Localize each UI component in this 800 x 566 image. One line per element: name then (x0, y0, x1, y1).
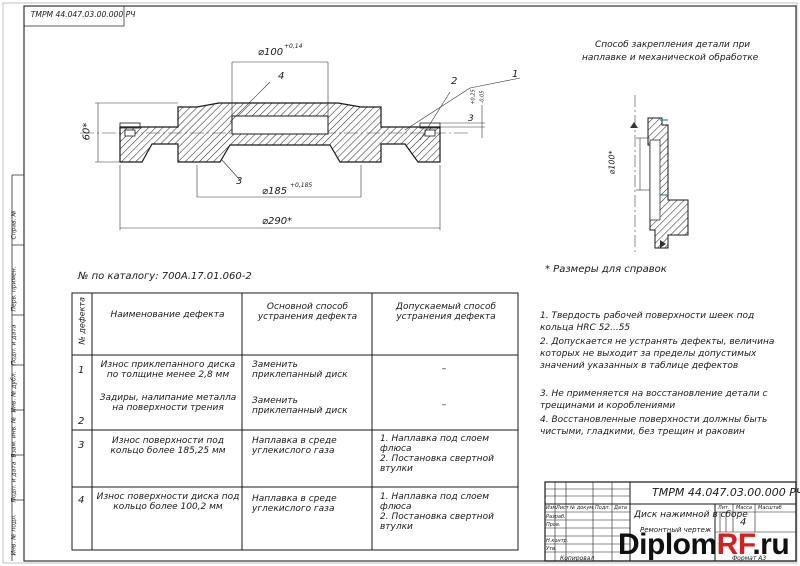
tb-col-sign: Подп. (595, 505, 611, 511)
row-3-no: 3 (78, 440, 85, 451)
leader-3: 3 (236, 176, 243, 187)
dim-60: 60* (81, 122, 93, 141)
fixing-title-line-1: Способ закрепления детали при (595, 40, 751, 50)
side-label-6: Подп. и дата (10, 461, 18, 503)
side-label-7: Инв. № подл. (10, 514, 18, 556)
dim-d290: ⌀290* (262, 216, 293, 227)
tech-note-4: 4. Восстановленные поверхности должны бы… (540, 415, 768, 437)
dim-d185-tol: +0,185 (290, 182, 313, 189)
tech-note-3: 3. Не применяется на восстановление дета… (540, 389, 768, 411)
side-label-3: Подп. и дата (10, 324, 18, 366)
row-1-main: Заменить приклепанный диск (252, 360, 348, 380)
tb-mass: Масса (736, 505, 752, 511)
catalog-number: № по каталогу: 700А.17.01.060-2 (78, 271, 252, 282)
row-1-name: Износ приклепанного диска по толщине мен… (100, 360, 236, 380)
tb-role-4: Утв. (546, 546, 557, 552)
tb-scale: Масштаб (758, 505, 782, 511)
row-2-main: Заменить приклепанный диск (252, 396, 348, 416)
row-3-alt: 1. Наплавка под слоем флюса 2. Постановк… (380, 434, 494, 474)
dim-d100-tol: +0,14 (284, 43, 303, 50)
title-block-sub: Ремонтный чертеж (640, 526, 712, 534)
table-header-no: № дефекта (77, 297, 87, 345)
tech-note-1: 1. Твердость рабочей поверхности шеек по… (540, 311, 755, 333)
title-block-grid (544, 481, 797, 562)
row-1-no: 1 (78, 365, 85, 376)
table-header-alt: Допускаемый способ устранения дефекта (395, 302, 497, 322)
dim-d185: ⌀185 (262, 186, 288, 197)
row-4-no: 4 (78, 495, 85, 506)
row-2-name: Задиры, налипание металла на поверхности… (99, 393, 237, 413)
fixing-dim: ⌀100* (607, 150, 617, 175)
side-label-1: Справ. № (10, 210, 18, 240)
top-stamp-text: ТМРМ 44.047.03.00.000 РЧ (30, 10, 136, 19)
table-header-main: Основной способ устранения дефекта (257, 302, 358, 322)
fixing-view (630, 95, 689, 255)
tb-col-doc: № докум. (570, 505, 595, 511)
tb-lit: Лит. (718, 505, 730, 511)
row-3-main: Наплавка в среде углекислого газа (252, 436, 337, 456)
tb-col-list: Лист (556, 505, 569, 511)
watermark-part-1: Diplom (618, 528, 717, 561)
watermark-logo: DiplomRF.ru (618, 528, 790, 562)
section-view (80, 61, 521, 230)
row-2-alt: – (441, 400, 447, 410)
tb-col-izm: Изм. (546, 505, 558, 511)
tb-col-date: Дата (614, 505, 627, 511)
side-label-2: Перв. примен. (10, 266, 18, 312)
dim-d100: ⌀100 (258, 47, 284, 58)
title-block-copied: Копировал (560, 555, 595, 562)
row-1-alt: – (441, 364, 447, 374)
row-4-name: Износ поверхности диска под кольцо более… (96, 492, 240, 512)
inner-frame (23, 5, 797, 562)
top-stamp-box (23, 5, 125, 27)
row-2-no: 2 (78, 416, 85, 427)
watermark-part-2: RF (716, 528, 753, 561)
leader-1: 1 (512, 69, 519, 80)
dim-3-tol-top: +0,25 (470, 89, 477, 105)
table-header-name: Наименование дефекта (110, 310, 225, 320)
tb-role-2: Пров. (546, 522, 561, 528)
reference-note: * Размеры для справок (545, 264, 667, 275)
fixing-title-line-2: наплавке и механической обработке (582, 53, 759, 63)
row-4-main: Наплавка в среде углекислого газа (252, 494, 337, 514)
title-block-code: ТМРМ 44.047.03.00.000 РЧ (652, 486, 800, 499)
tech-note-2: 2. Допускается не устранять дефекты, вел… (540, 337, 775, 371)
watermark-part-3: .ru (752, 528, 790, 561)
row-3-name: Износ поверхности под кольцо более 185,2… (110, 436, 226, 456)
defects-table-grid (71, 292, 519, 551)
tb-role-1: Разраб. (546, 514, 566, 520)
dim-3-tol-bot: -0,05 (479, 90, 486, 104)
dim-3: 3 (468, 114, 474, 124)
side-strip-lines (12, 174, 24, 501)
row-4-alt: 1. Наплавка под слоем флюса 2. Постановк… (380, 492, 494, 532)
title-block-format: Формат А3 (732, 555, 767, 562)
leader-2: 2 (451, 76, 458, 87)
leader-4: 4 (278, 71, 285, 82)
title-block-name: Диск нажимной в сборе (634, 510, 748, 520)
tb-role-3: Н.контр. (546, 538, 569, 544)
title-block-sheet: 4 (740, 517, 747, 528)
